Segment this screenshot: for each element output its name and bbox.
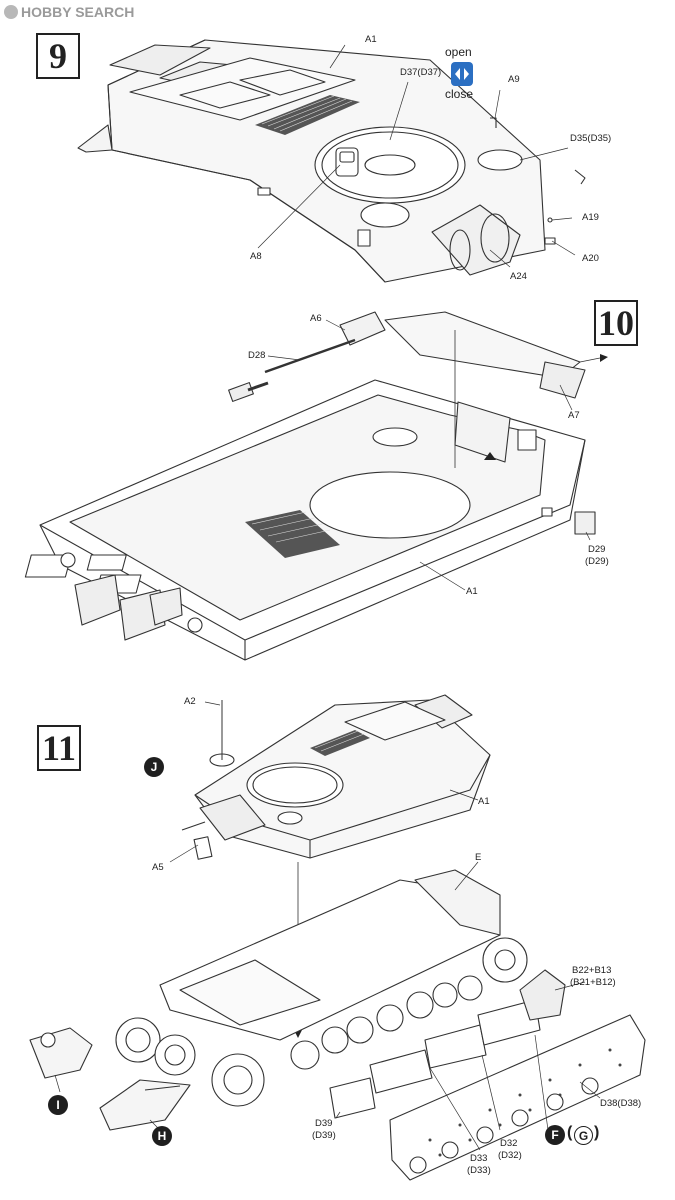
step11-turret: [181, 694, 491, 1038]
label-a24: A24: [510, 271, 527, 282]
badge-g-open-paren: (: [567, 1124, 573, 1141]
open-close-rotate-icon: [451, 62, 473, 86]
label-d35: D35(D35): [570, 133, 612, 144]
badge-g: G: [574, 1126, 593, 1145]
label-d33: D33: [470, 1153, 488, 1164]
step-9-number: 9: [36, 33, 80, 79]
label-d39-paren: (D39): [312, 1130, 336, 1141]
label-a9: A9: [508, 74, 520, 85]
label-a8: A8: [250, 251, 262, 262]
label-e: E: [475, 852, 482, 863]
label-d33-paren: (D33): [467, 1165, 491, 1176]
badge-h: H: [152, 1126, 172, 1146]
label-b22-b13: B22+B13: [572, 965, 612, 976]
step-11-number: 11: [37, 725, 81, 771]
label-d32: D32: [500, 1138, 518, 1149]
label-d29: D29: [588, 544, 606, 555]
step10-leaders: [267, 319, 591, 591]
step9-turret-roof: [77, 39, 586, 283]
label-a6: A6: [310, 313, 322, 324]
watermark-logo-icon: [4, 5, 18, 19]
label-a2: A2: [184, 696, 196, 707]
label-d29-paren: (D29): [585, 556, 609, 567]
step10-hull: [24, 311, 608, 661]
label-d39: D39: [315, 1118, 333, 1129]
label-d28: D28: [248, 350, 266, 361]
watermark-text: HOBBY SEARCH: [21, 4, 135, 20]
label-a1-mid: A1: [466, 586, 478, 597]
badge-i: I: [48, 1095, 68, 1115]
label-b21-b12: (B21+B12): [570, 977, 616, 988]
close-label: close: [445, 87, 474, 101]
label-a19: A19: [582, 212, 599, 223]
label-d32-paren: (D32): [498, 1150, 522, 1161]
rotate-arrows-icon: [455, 68, 469, 80]
step11-leaders: [54, 701, 601, 1151]
step-10-number: 10: [594, 300, 638, 346]
badge-f: F: [545, 1125, 565, 1145]
step11-chassis: [29, 869, 646, 1181]
label-a7: A7: [568, 410, 580, 421]
step9-leaders: [257, 44, 576, 268]
hobby-search-watermark: HOBBY SEARCH: [4, 4, 134, 20]
label-d38: D38(D38): [600, 1098, 642, 1109]
label-a1-low: A1: [478, 796, 490, 807]
label-a1-top: A1: [365, 34, 377, 45]
open-label: open: [445, 45, 472, 59]
label-a5: A5: [152, 862, 164, 873]
badge-j: J: [144, 757, 164, 777]
badge-g-close-paren: ): [594, 1124, 600, 1141]
label-d37: D37(D37): [400, 67, 442, 78]
label-a20: A20: [582, 253, 599, 264]
